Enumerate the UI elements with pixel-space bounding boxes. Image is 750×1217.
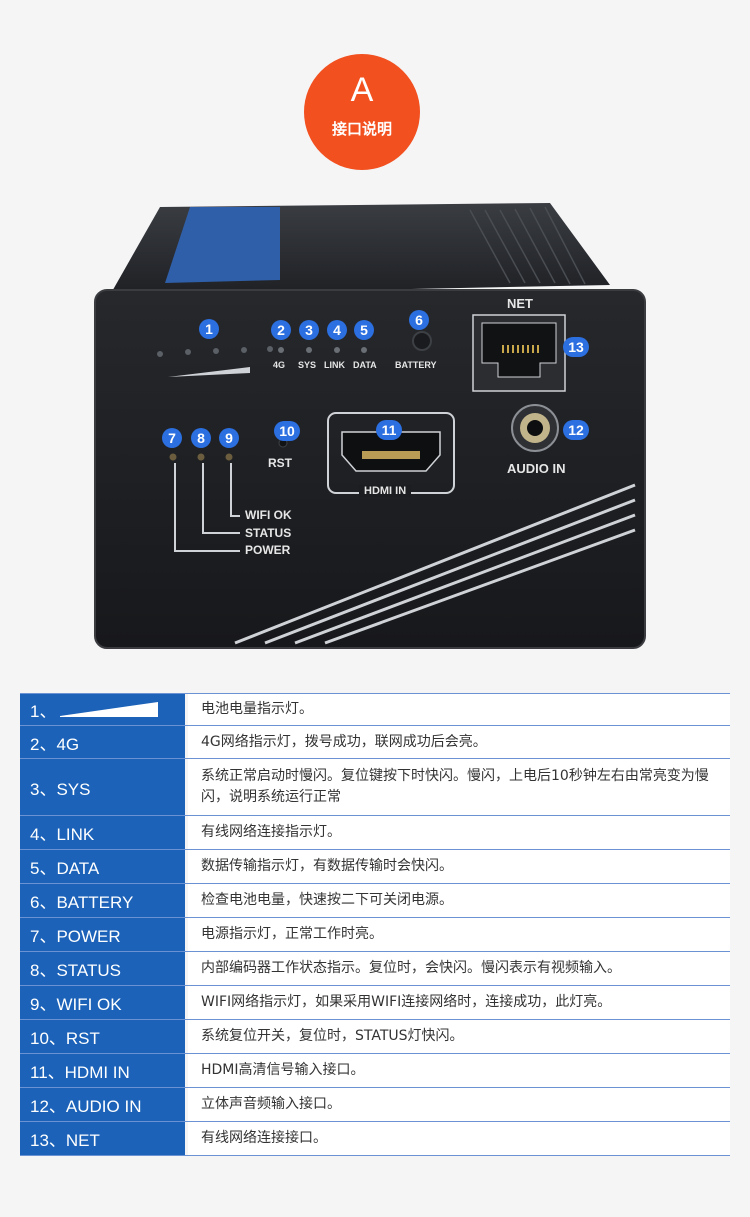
row-desc: 检查电池电量，快速按二下可关闭电源。 bbox=[201, 892, 453, 908]
row-desc: 系统正常启动时慢闪。复位键按下时快闪。慢闪，上电后10秒钟左右由常亮变为慢闪，说… bbox=[201, 768, 709, 805]
badge-subtitle: 接口说明 bbox=[331, 120, 392, 138]
label-wifi-ok: WIFI OK bbox=[245, 508, 292, 522]
row-key: 13、NET bbox=[20, 1122, 188, 1155]
table-row: 12、AUDIO IN 立体声音频输入接口。 bbox=[20, 1088, 730, 1122]
row-desc: WIFI网络指示灯，如果采用WIFI连接网络时，连接成功，此灯亮。 bbox=[201, 994, 612, 1010]
table-row: 8、STATUS 内部编码器工作状态指示。复位时，会快闪。慢闪表示有视频输入。 bbox=[20, 952, 730, 986]
badge-letter: A bbox=[350, 71, 374, 109]
marker-7: 7 bbox=[162, 428, 182, 448]
marker-11: 11 bbox=[376, 420, 402, 440]
marker-8: 8 bbox=[191, 428, 211, 448]
table-row: 10、RST 系统复位开关，复位时，STATUS灯快闪。 bbox=[20, 1020, 730, 1054]
row-key: 2、4G bbox=[20, 726, 188, 758]
section-badge: A 接口说明 bbox=[304, 54, 420, 170]
label-audio-in: AUDIO IN bbox=[507, 461, 566, 476]
row-key: 3、SYS bbox=[20, 759, 188, 815]
row-key: 5、DATA bbox=[20, 850, 188, 883]
table-row: 1、 电池电量指示灯。 bbox=[20, 693, 730, 726]
table-row: 11、HDMI IN HDMI高清信号输入接口。 bbox=[20, 1054, 730, 1088]
label-status: STATUS bbox=[245, 526, 292, 540]
row-desc: 4G网络指示灯，拨号成功，联网成功后会亮。 bbox=[201, 733, 487, 750]
row-desc: 立体声音频输入接口。 bbox=[201, 1096, 341, 1112]
marker-2: 2 bbox=[271, 320, 291, 340]
row-key: 7、POWER bbox=[20, 918, 188, 951]
label-hdmi-in: HDMI IN bbox=[359, 485, 412, 497]
row-desc: 电源指示灯，正常工作时亮。 bbox=[201, 926, 383, 942]
row-key: 12、AUDIO IN bbox=[20, 1088, 188, 1121]
marker-10: 10 bbox=[274, 421, 300, 441]
row-desc: 内部编码器工作状态指示。复位时，会快闪。慢闪表示有视频输入。 bbox=[201, 960, 621, 976]
row-key: 4、LINK bbox=[20, 816, 188, 849]
table-row: 7、POWER 电源指示灯，正常工作时亮。 bbox=[20, 918, 730, 952]
table-row: 13、NET 有线网络连接接口。 bbox=[20, 1122, 730, 1156]
marker-9: 9 bbox=[219, 428, 239, 448]
marker-13: 13 bbox=[563, 337, 589, 357]
row-desc: 电池电量指示灯。 bbox=[201, 701, 313, 717]
battery-wedge-icon bbox=[60, 702, 159, 717]
row-key: 11、HDMI IN bbox=[20, 1054, 188, 1087]
table-row: 6、BATTERY 检查电池电量，快速按二下可关闭电源。 bbox=[20, 884, 730, 918]
marker-4: 4 bbox=[327, 320, 347, 340]
row-desc: 有线网络连接接口。 bbox=[201, 1130, 327, 1146]
row-desc: 数据传输指示灯，有数据传输时会快闪。 bbox=[201, 858, 453, 874]
device-front-panel: 1 2 3 4 5 6 7 8 9 10 11 12 13 4G SYS LIN… bbox=[90, 195, 650, 655]
row-key: 1、 bbox=[20, 694, 188, 725]
row-desc: 系统复位开关，复位时，STATUS灯快闪。 bbox=[201, 1028, 464, 1044]
marker-3: 3 bbox=[299, 320, 319, 340]
label-battery: BATTERY bbox=[395, 360, 437, 370]
table-row: 9、WIFI OK WIFI网络指示灯，如果采用WIFI连接网络时，连接成功，此… bbox=[20, 986, 730, 1020]
row-key: 9、WIFI OK bbox=[20, 986, 188, 1019]
row-key-text: 1、 bbox=[30, 702, 57, 721]
table-row: 2、4G 4G网络指示灯，拨号成功，联网成功后会亮。 bbox=[20, 726, 730, 759]
row-desc: 有线网络连接指示灯。 bbox=[201, 824, 341, 840]
marker-12: 12 bbox=[563, 420, 589, 440]
row-desc: HDMI高清信号输入接口。 bbox=[201, 1062, 365, 1078]
table-row: 4、LINK 有线网络连接指示灯。 bbox=[20, 816, 730, 850]
label-sys: SYS bbox=[298, 360, 317, 370]
description-table: 1、 电池电量指示灯。 2、4G 4G网络指示灯，拨号成功，联网成功后会亮。 3… bbox=[20, 693, 730, 1156]
row-key: 6、BATTERY bbox=[20, 884, 188, 917]
label-4g: 4G bbox=[273, 360, 286, 370]
label-link: LINK bbox=[324, 360, 345, 370]
label-rst: RST bbox=[268, 456, 292, 470]
marker-1: 1 bbox=[199, 319, 219, 339]
row-key: 8、STATUS bbox=[20, 952, 188, 985]
marker-5: 5 bbox=[354, 320, 374, 340]
marker-6: 6 bbox=[409, 310, 429, 330]
table-row: 3、SYS 系统正常启动时慢闪。复位键按下时快闪。慢闪，上电后10秒钟左右由常亮… bbox=[20, 759, 730, 816]
label-power: POWER bbox=[245, 543, 291, 557]
label-data: DATA bbox=[353, 360, 377, 370]
device-body-graphic bbox=[94, 203, 646, 649]
row-key: 10、RST bbox=[20, 1020, 188, 1053]
label-net: NET bbox=[507, 296, 533, 311]
table-row: 5、DATA 数据传输指示灯，有数据传输时会快闪。 bbox=[20, 850, 730, 884]
